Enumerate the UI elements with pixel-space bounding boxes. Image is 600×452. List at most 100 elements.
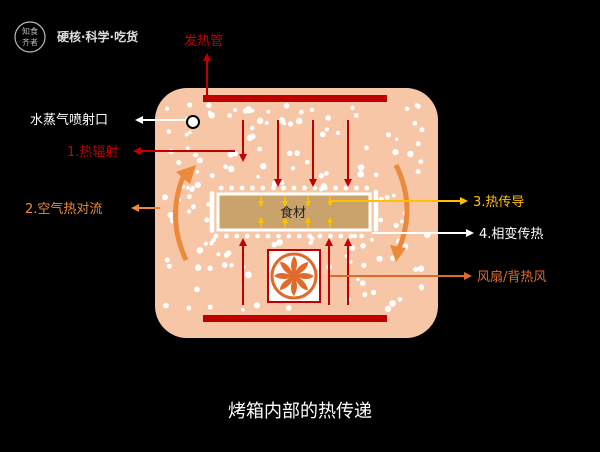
steam-dot [419,127,425,133]
steam-dot [285,305,292,311]
steam-dot [354,185,359,191]
food-label: 食材 [280,205,306,221]
steam-dot [397,296,403,302]
convection-label: 2.空气热对流 [25,201,102,217]
steam-dot [164,106,170,111]
steam-dot [221,262,228,268]
fan-icon [267,249,321,303]
steam-dot [187,102,193,108]
steam-dot [328,233,333,239]
steam-dot [338,233,344,239]
steam-dot [216,252,221,257]
steam-dot [370,289,377,296]
steam-dot [194,286,200,293]
steam-dot [359,233,364,239]
steam-dot [417,265,425,273]
steam-dot [203,241,208,246]
convection-arc-left [173,168,189,262]
steam-dot [163,302,169,309]
steam-dot [186,209,192,214]
steam-dot [319,131,326,138]
steam-dot [218,185,224,191]
fan-blade [291,276,297,296]
steam-dot [186,305,192,311]
steam-dot [184,132,189,137]
steam-dot [412,120,418,126]
steam-dot [224,233,229,239]
steam-dot [211,237,216,242]
steam-dot [335,130,341,136]
watermark-slogan: 硬核·科学·吃货 [57,29,138,44]
fan-blade [291,256,297,276]
steam-dot [166,129,172,134]
steam-dot [186,194,192,200]
steam-dot [384,194,390,200]
steam-dot [362,292,368,297]
steam-dot [227,151,234,158]
fan-blade [294,261,309,276]
steam-dot [253,302,260,309]
steam-dot [389,300,396,307]
steam-dot [350,105,355,111]
steam-dot [333,185,338,191]
steam-dot [325,115,331,121]
steam-dot [239,185,245,191]
steam-dot [349,245,356,251]
steam-dot [404,106,410,112]
convection-arrowhead-left [176,165,196,184]
steam-dot [241,307,245,312]
steam-dot [209,173,215,179]
steam-dot [414,103,420,108]
steam-dot [196,157,203,164]
steam-dot [394,137,399,142]
steam-dot [185,185,190,190]
steam-dot [352,233,358,239]
steam-dot [415,141,421,147]
steam-dot [290,166,296,171]
steam-dot [385,132,392,138]
phase-change-label: 4.相变传热 [479,226,543,242]
steam-dot [227,165,235,173]
conduction-arrows-inside [258,196,333,228]
steam-dot [229,263,234,268]
steam-dot [322,185,328,191]
steam-dot [281,185,286,191]
convection-arrowhead-right [390,245,406,262]
steam-dot [360,280,366,286]
steam-dot [312,185,318,191]
steam-dot [209,228,215,234]
steam-dot [249,125,255,131]
steam-dot [384,305,392,313]
radiation-arrows-bottom [239,238,352,305]
steam-dot [348,233,354,239]
steam-dot [255,233,260,239]
steam-dot [257,117,264,125]
steam-dot [361,262,367,268]
steam-dot [392,149,399,156]
steam-dot [286,233,292,239]
steam-dot [418,159,424,165]
steam-dot [207,110,212,115]
steam-dot [413,267,419,272]
steam-dot [162,194,168,201]
svg-text:知食: 知食 [22,26,38,36]
steam-particles [162,102,431,313]
steam-dot [308,240,313,245]
steam-dot [166,263,172,269]
steam-dot [278,117,286,124]
steam-dot [373,172,379,178]
steam-dot [195,264,202,271]
steam-dot [376,255,383,262]
steam-dot [415,169,421,175]
steam-dot [270,185,276,191]
steam-dot [318,172,325,179]
steam-dot [392,193,396,198]
radiation-arrows-top [239,120,352,187]
steam-dot [245,271,252,279]
steam-nozzle-icon [186,115,200,129]
steam-dot [190,204,196,210]
heating-tube-label: 发热管 [184,33,223,49]
steam-dot [276,239,283,246]
steam-dot [256,174,261,179]
